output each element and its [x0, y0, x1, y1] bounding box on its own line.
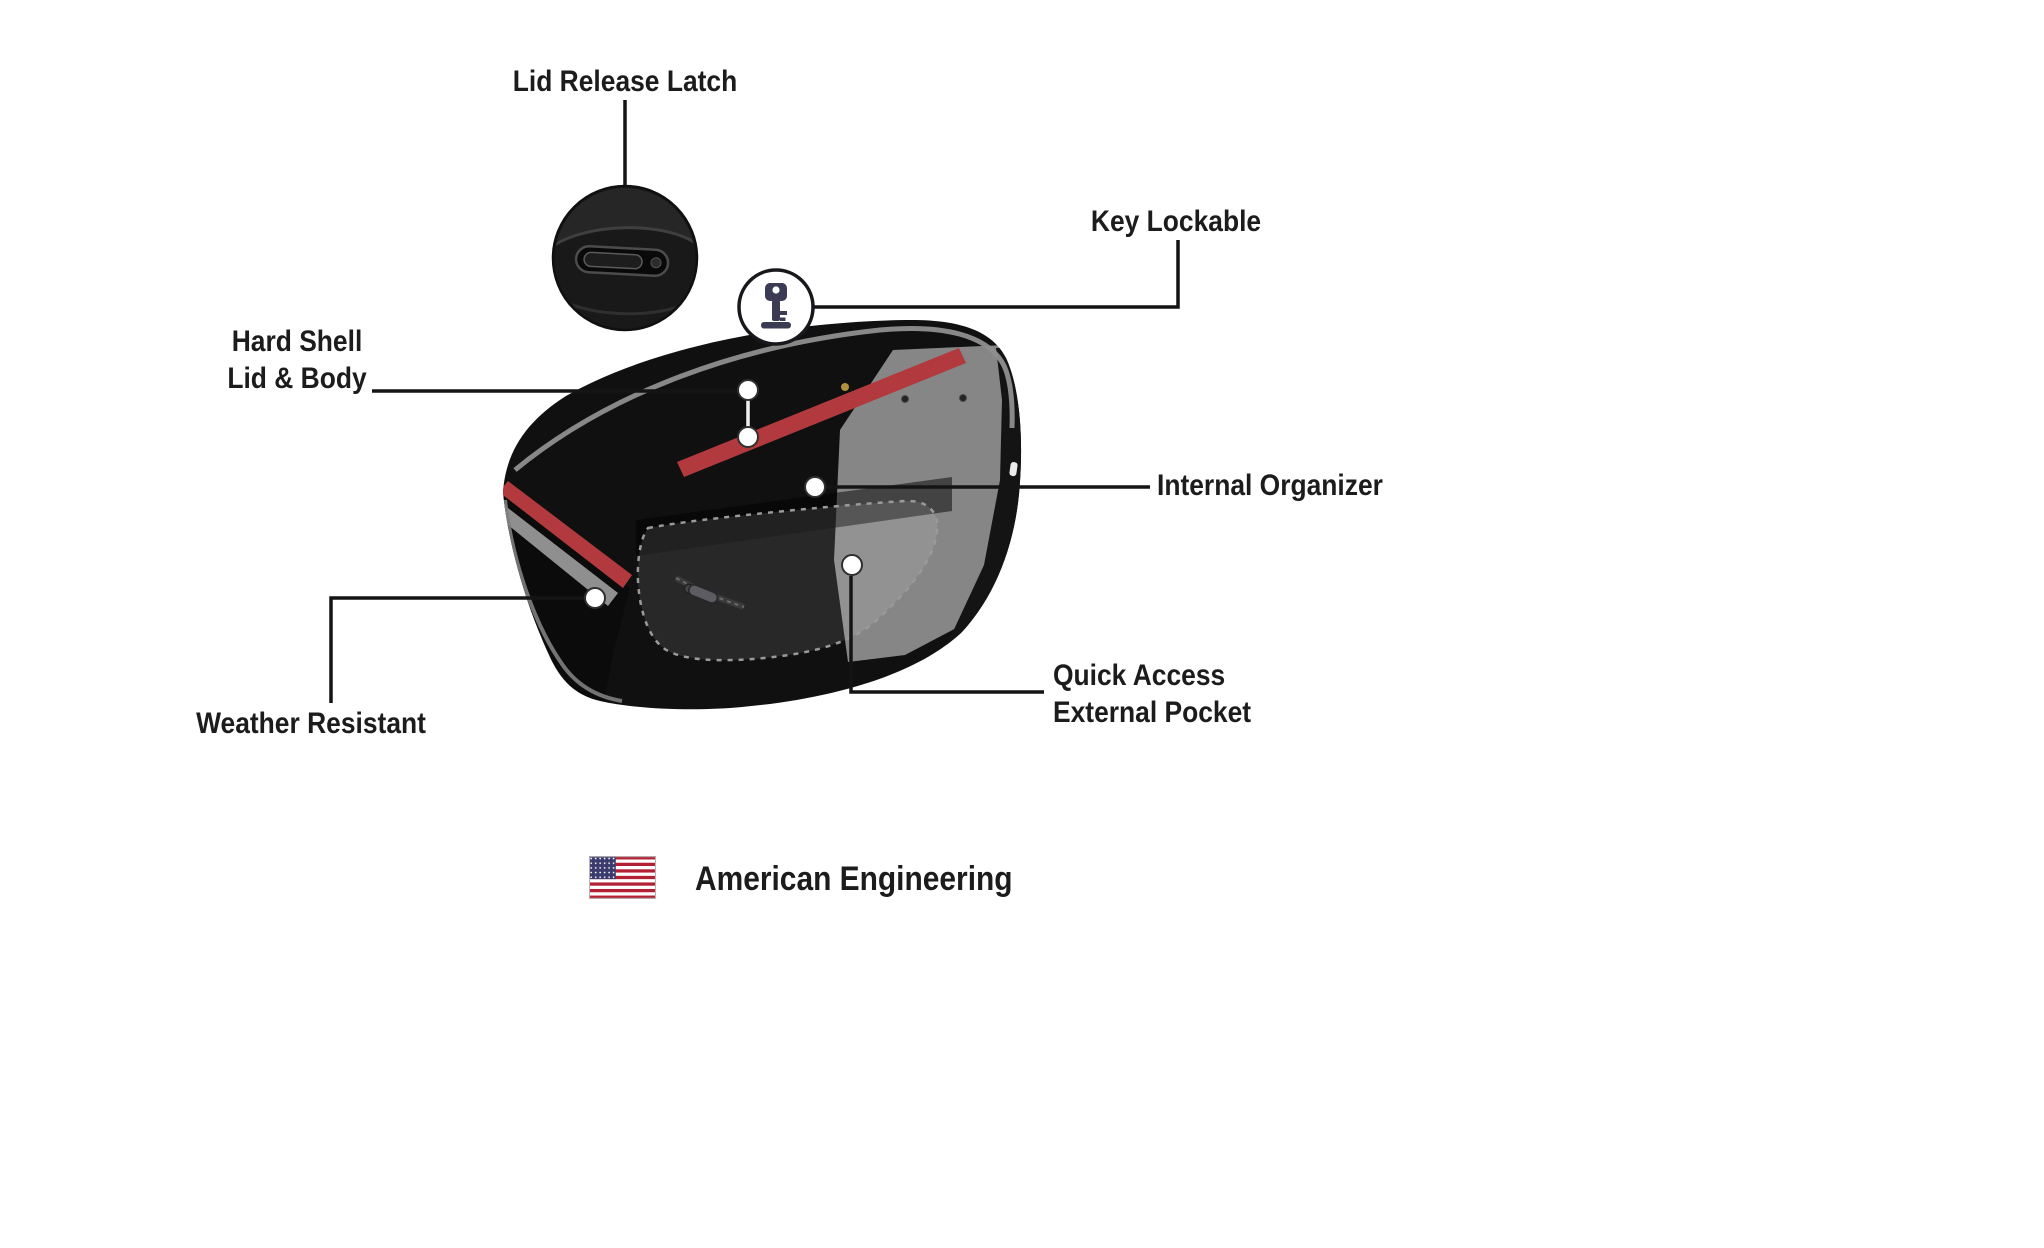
callout-label-hard-shell-line2: Lid & Body [227, 362, 367, 395]
callout-dot-internal-organizer [804, 476, 826, 498]
callout-label-hard-shell-line1: Hard Shell [231, 325, 363, 358]
trim-stripe-left [503, 498, 618, 606]
footer-tagline: American Engineering [695, 860, 1013, 898]
callout-dot-quick-access [841, 554, 863, 576]
callout-label-internal-organizer: Internal Organizer [1157, 469, 1383, 502]
key-icon [737, 268, 815, 346]
callout-label-quick-access-line1: Quick Access [1053, 659, 1226, 692]
internal-organizer-band [636, 477, 952, 556]
external-pocket [636, 499, 939, 662]
latch-handle-icon [574, 245, 670, 277]
callout-label-quick-access: Quick Access External Pocket [1053, 657, 1251, 731]
saddlebag-illustration [503, 319, 1022, 710]
accent-stripe-left [503, 481, 632, 588]
us-flag-icon [589, 856, 656, 899]
zipper-pull-icon [683, 583, 719, 604]
rivet-dark-icon [901, 395, 909, 403]
inset-lid-seam [555, 226, 695, 248]
callout-label-quick-access-line2: External Pocket [1053, 696, 1252, 729]
pocket-zipper-teeth [675, 577, 745, 608]
rivet-gold-icon [841, 383, 849, 391]
callout-dot-weather-resistant [584, 587, 606, 609]
callout-label-lid-release-latch: Lid Release Latch [512, 65, 738, 98]
callout-label-weather-resistant: Weather Resistant [196, 707, 426, 740]
lid-latch-detail-icon [551, 184, 699, 332]
callout-label-key-lockable: Key Lockable [1090, 205, 1262, 238]
callout-line-quick-access [849, 576, 1044, 694]
callout-label-hard-shell: Hard Shell Lid & Body [227, 323, 366, 397]
edge-highlight [1009, 462, 1018, 477]
callout-dot-hard-shell-body [737, 426, 759, 448]
lid-top-piping [513, 325, 1015, 472]
callout-dot-hard-shell-lid [737, 379, 759, 401]
callout-line-key-lockable [814, 240, 1180, 309]
callout-line-weather-resistant [329, 596, 585, 703]
rivet-dark-icon [959, 394, 967, 402]
gusset-piping [503, 499, 623, 703]
